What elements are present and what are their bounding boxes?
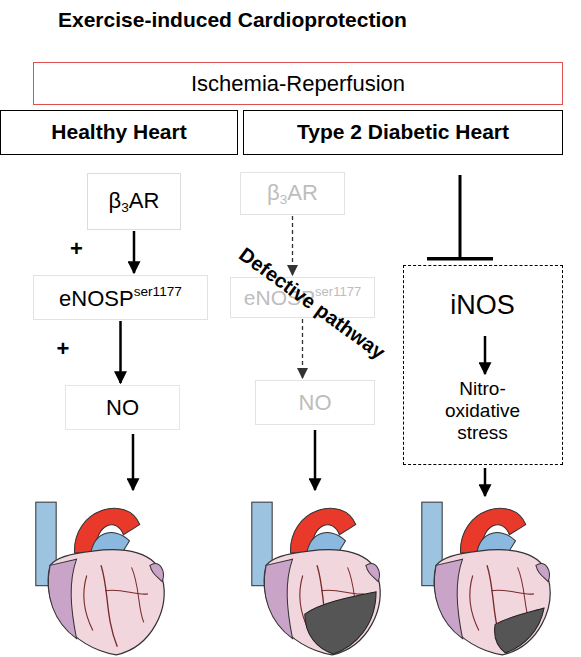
text-run: NO xyxy=(299,390,332,415)
node-text: β3AR xyxy=(109,188,160,216)
edge-label: + xyxy=(70,236,83,262)
connector-arrow xyxy=(133,231,136,273)
connector-arrow xyxy=(292,216,293,275)
text-run: NO xyxy=(106,395,139,420)
edge-label: + xyxy=(57,336,70,362)
node-text: eNOSPser1177 xyxy=(59,284,182,311)
text-run: 3 xyxy=(121,200,129,215)
diagram-title: Exercise-induced Cardioprotection xyxy=(58,8,407,32)
node-text: β3AR xyxy=(267,180,318,208)
infarct-area xyxy=(305,592,376,654)
arrow-to-heart xyxy=(132,434,135,490)
text-run: ser1177 xyxy=(134,284,182,299)
text-run: AR xyxy=(129,188,160,213)
arrow-to-heart xyxy=(314,430,317,490)
text-run: AR xyxy=(287,180,318,205)
process-box: β3AR xyxy=(87,173,181,230)
connector-arrow xyxy=(302,319,303,378)
node-text: Ischemia-Reperfusion xyxy=(191,71,405,96)
heart-illustration xyxy=(252,502,380,655)
text-run: Type 2 Diabetic Heart xyxy=(297,120,509,143)
arrow-to-heart xyxy=(484,468,487,496)
stimulus-box: Ischemia-Reperfusion xyxy=(33,62,563,105)
node-text: Healthy Heart xyxy=(51,120,186,144)
text-run: Healthy Heart xyxy=(51,120,186,143)
text-run: 3 xyxy=(280,192,288,207)
connector-arrow xyxy=(119,321,122,383)
text-run: β xyxy=(109,188,122,213)
node-text: iNOS xyxy=(404,290,562,321)
inos-stress-arrow xyxy=(484,336,487,374)
connector-arrow xyxy=(459,175,462,259)
text-run: Nitro-oxidative stress xyxy=(445,378,520,443)
process-box: eNOSPser1177 xyxy=(33,275,208,320)
text-run: Ischemia-Reperfusion xyxy=(191,71,405,96)
column-header: Type 2 Diabetic Heart xyxy=(243,110,563,155)
heart-illustration xyxy=(36,502,164,655)
column-header: Healthy Heart xyxy=(0,110,238,155)
text-run: eNOSP xyxy=(59,286,134,311)
node-text: Nitro-oxidative stress xyxy=(427,378,539,444)
defective-box: β3AR xyxy=(240,172,345,215)
node-text: Type 2 Diabetic Heart xyxy=(297,120,509,144)
text-run: iNOS xyxy=(450,290,515,320)
node-text: NO xyxy=(106,395,139,420)
defective-box: NO xyxy=(255,380,375,425)
heart-illustration xyxy=(422,502,550,655)
process-box: NO xyxy=(65,385,180,430)
infarct-area xyxy=(495,608,544,653)
node-text: NO xyxy=(299,390,332,415)
text-run: β xyxy=(267,180,280,205)
dashed-group: iNOS Nitro-oxidative stress xyxy=(403,265,563,465)
